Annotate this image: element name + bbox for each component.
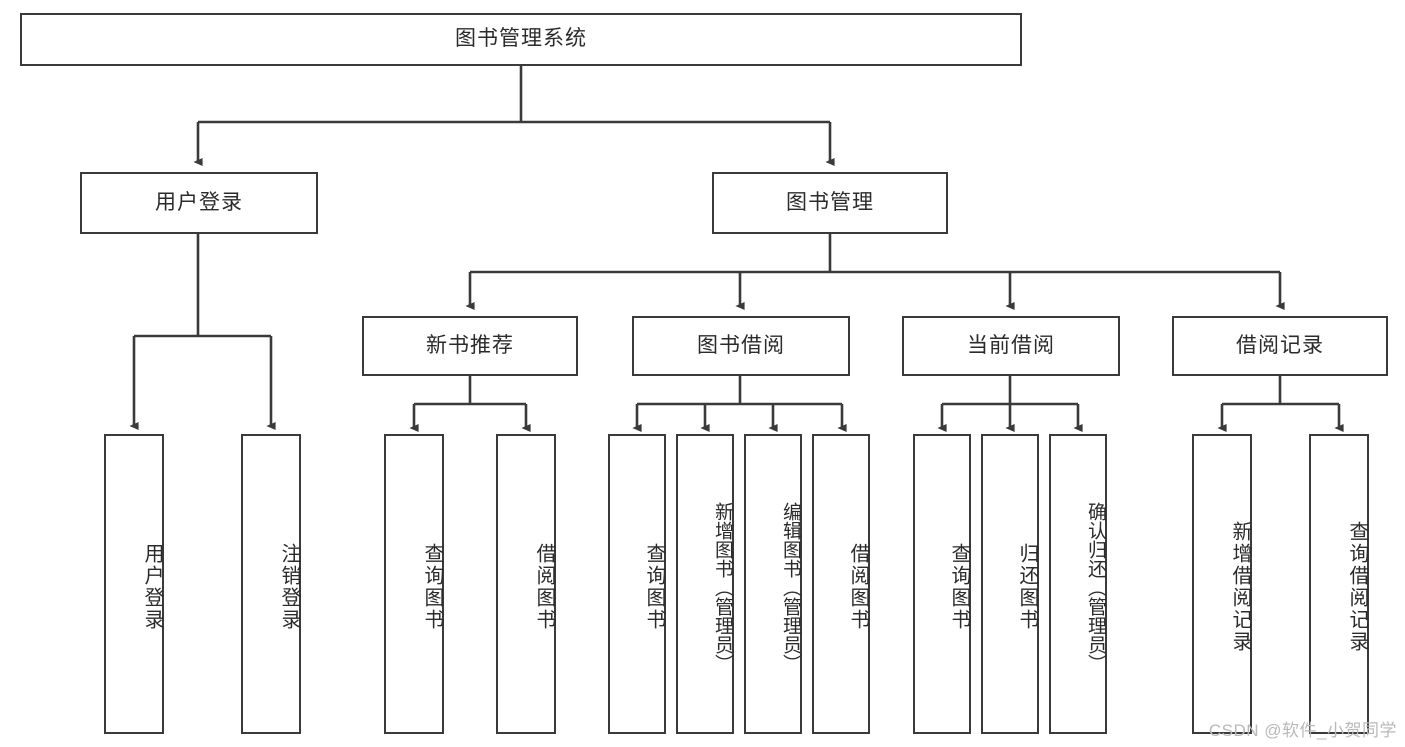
leaf-confirm-return[interactable]: 确认归还（管理员） [1049,434,1107,734]
leaf-query-borrow-record[interactable]: 查询借阅记录 [1309,434,1369,734]
leaf-edit-book[interactable]: 编辑图书（管理员） [744,434,802,734]
node-book-management[interactable]: 图书管理 [712,172,948,234]
leaf-add-borrow-record[interactable]: 新增借阅记录 [1192,434,1252,734]
leaf-query-book-2[interactable]: 查询图书 [608,434,666,734]
leaf-query-book-3[interactable]: 查询图书 [913,434,971,734]
leaf-user-login-label: 用户登录 [141,543,163,631]
leaf-edit-book-label: 编辑图书（管理员） [780,501,801,673]
leaf-query-book-1-label: 查询图书 [421,543,443,631]
leaf-add-borrow-record-label: 新增借阅记录 [1229,521,1251,653]
leaf-borrow-book-1[interactable]: 借阅图书 [496,434,556,734]
leaf-logout-login[interactable]: 注销登录 [241,434,301,734]
csdn-watermark: CSDN @软件_小贺同学 [1208,721,1397,740]
leaf-logout-login-label: 注销登录 [278,543,300,631]
leaf-query-book-1[interactable]: 查询图书 [384,434,444,734]
leaf-query-book-2-label: 查询图书 [643,543,665,631]
node-borrow-record-label: 借阅记录 [1236,333,1324,357]
node-borrow-record[interactable]: 借阅记录 [1172,316,1388,376]
node-current-borrow[interactable]: 当前借阅 [902,316,1120,376]
leaf-borrow-book-2-label: 借阅图书 [847,543,869,631]
leaf-query-book-3-label: 查询图书 [948,543,970,631]
node-user-login-label: 用户登录 [155,190,243,214]
node-new-book-recommend[interactable]: 新书推荐 [362,316,578,376]
node-root[interactable]: 图书管理系统 [20,13,1022,66]
leaf-confirm-return-label: 确认归还（管理员） [1085,501,1106,673]
node-book-borrow[interactable]: 图书借阅 [632,316,850,376]
leaf-borrow-book-2[interactable]: 借阅图书 [812,434,870,734]
leaf-borrow-book-1-label: 借阅图书 [533,543,555,631]
leaf-return-book-label: 归还图书 [1016,543,1038,631]
node-new-book-recommend-label: 新书推荐 [426,333,514,357]
node-root-label: 图书管理系统 [455,27,587,51]
leaf-add-book[interactable]: 新增图书（管理员） [676,434,734,734]
node-book-borrow-label: 图书借阅 [697,333,785,357]
node-user-login[interactable]: 用户登录 [80,172,318,234]
leaf-add-book-label: 新增图书（管理员） [712,501,733,673]
node-book-management-label: 图书管理 [786,190,874,214]
leaf-return-book[interactable]: 归还图书 [981,434,1039,734]
leaf-query-borrow-record-label: 查询借阅记录 [1346,521,1368,653]
leaf-user-login[interactable]: 用户登录 [104,434,164,734]
node-current-borrow-label: 当前借阅 [967,333,1055,357]
